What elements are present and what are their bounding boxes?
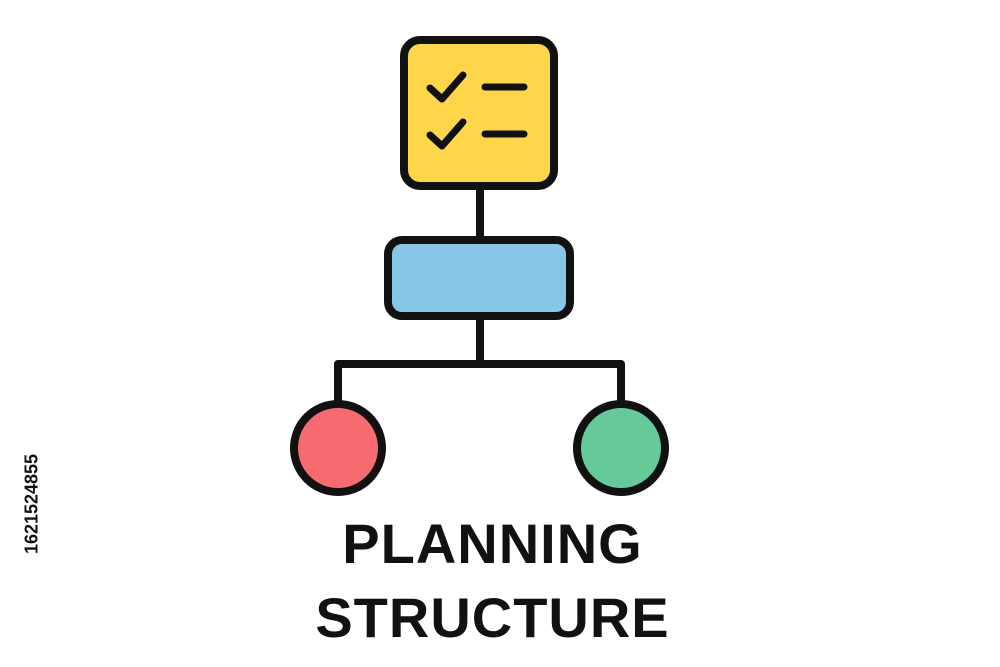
connector-lines — [334, 182, 625, 408]
checkmark-icon — [426, 71, 467, 103]
checkmark-icon — [426, 118, 467, 150]
connector-branch — [334, 360, 625, 408]
checklist-icon — [400, 36, 558, 190]
side-id-text: 1621524855 — [21, 453, 42, 555]
circle-node-left — [290, 400, 386, 496]
checklist-box — [400, 36, 558, 190]
title-line-2: STRUCTURE — [315, 586, 670, 649]
block-node — [384, 236, 574, 320]
circle-node-right — [573, 400, 669, 496]
title-line-1: PLANNING — [342, 512, 643, 575]
side-id-label: 1621524855 — [22, 424, 42, 584]
